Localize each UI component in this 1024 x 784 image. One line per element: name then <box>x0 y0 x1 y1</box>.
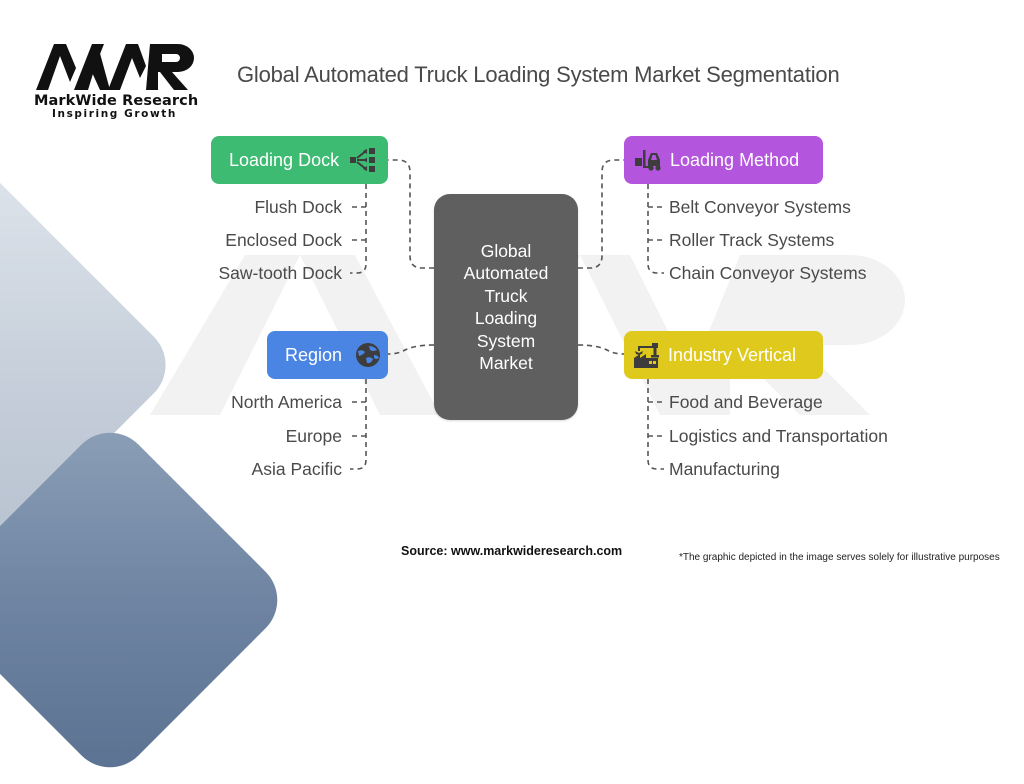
segment-label: Region <box>285 344 343 365</box>
list-item: North America <box>231 392 342 412</box>
logo-company-name: MarkWide Research <box>34 93 199 109</box>
list-item: Enclosed Dock <box>225 230 342 250</box>
hierarchy-flow-icon <box>350 148 376 172</box>
connector-center-loading-dock <box>388 159 434 269</box>
connector-center-region <box>387 344 435 355</box>
segment-loading-method: Loading Method <box>624 136 823 184</box>
segment-loading-dock: Loading Dock <box>211 136 388 184</box>
connector-center-industry <box>577 344 625 355</box>
list-item: Belt Conveyor Systems <box>669 197 851 217</box>
logo-tagline: Inspiring Growth <box>52 108 177 120</box>
connector-loading-dock-list <box>350 184 367 274</box>
page-title: Global Automated Truck Loading System Ma… <box>237 62 840 87</box>
center-market-label: Global Automated Truck Loading System Ma… <box>463 240 549 374</box>
forklift-icon <box>635 150 661 171</box>
connector-lines <box>350 159 664 470</box>
factory-robot-arm-icon <box>634 343 659 368</box>
segment-industry-vertical: Industry Vertical <box>624 331 823 379</box>
segment-label: Loading Method <box>670 149 800 170</box>
source-credit: Source: www.markwideresearch.com <box>401 544 623 558</box>
segment-region: Region <box>267 331 388 379</box>
list-item: Roller Track Systems <box>669 230 835 250</box>
connector-region-list <box>350 379 367 470</box>
center-market-node: Global Automated Truck Loading System Ma… <box>434 194 578 420</box>
list-item: Asia Pacific <box>251 459 342 479</box>
list-item: Manufacturing <box>669 459 780 479</box>
globe-icon <box>356 343 381 367</box>
markwide-logo-icon <box>36 44 194 90</box>
list-item: Chain Conveyor Systems <box>669 263 867 283</box>
list-item: Europe <box>285 426 342 446</box>
list-item: Food and Beverage <box>669 392 823 412</box>
disclaimer-note: *The graphic depicted in the image serve… <box>679 552 1000 563</box>
list-item: Logistics and Transportation <box>669 426 888 446</box>
segment-label: Loading Dock <box>229 149 340 170</box>
segment-label: Industry Vertical <box>668 344 797 365</box>
list-item: Flush Dock <box>254 197 342 217</box>
connector-center-loading-method <box>578 159 624 269</box>
connector-industry-list <box>647 379 664 470</box>
list-item: Saw-tooth Dock <box>218 263 342 283</box>
connector-loading-method-list <box>647 184 664 274</box>
